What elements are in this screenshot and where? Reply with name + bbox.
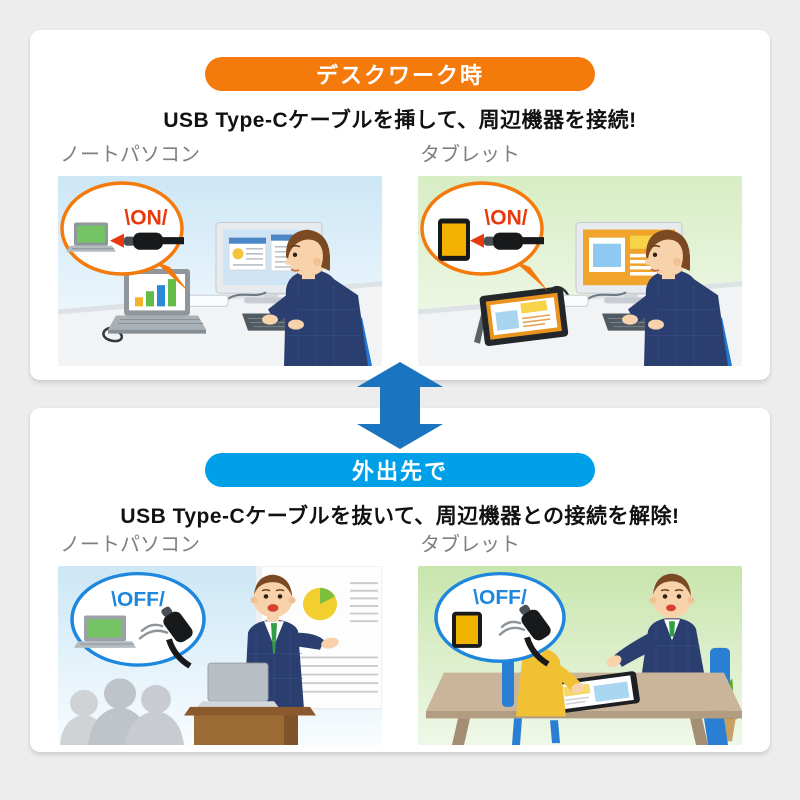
figure-laptop-outside: ノートパソコン xyxy=(58,532,382,745)
illustration-meeting-tablet: \OFF/ xyxy=(418,566,742,745)
figure-label: タブレット xyxy=(420,144,520,166)
desk-work-subtitle: USB Type-Cケーブルを挿して、周辺機器を接続! xyxy=(163,109,637,132)
figure-laptop-deskwork: ノートパソコン xyxy=(58,142,382,366)
off-callout-text: \OFF/ xyxy=(111,588,165,610)
on-callout-text: \ON/ xyxy=(484,206,527,229)
illustration-desk-laptop: \ON/ xyxy=(58,176,382,366)
podium xyxy=(184,662,316,745)
desk-work-badge: デスクワーク時 xyxy=(205,57,595,91)
audience-silhouettes xyxy=(60,678,184,745)
off-speech-bubble: \OFF/ xyxy=(70,571,206,669)
on-the-go-badge: 外出先で xyxy=(205,453,595,487)
on-speech-bubble: \ON/ xyxy=(60,181,188,292)
usb-c-plug-icon xyxy=(124,232,184,250)
on-the-go-subtitle: USB Type-Cケーブルを抜いて、周辺機器との接続を解除! xyxy=(120,505,680,528)
usb-c-plug-icon xyxy=(484,232,544,250)
connect-arrow-icon xyxy=(470,233,484,248)
on-speech-bubble: \ON/ xyxy=(420,181,548,292)
laptop-icon xyxy=(74,615,136,648)
laptop-icon xyxy=(66,222,116,252)
figure-label: ノートパソコン xyxy=(60,534,200,556)
off-callout-text: \OFF/ xyxy=(473,587,527,609)
figure-label: タブレット xyxy=(420,534,520,556)
figure-tablet-outside: タブレット xyxy=(418,532,742,745)
figure-tablet-deskwork: タブレット xyxy=(418,142,742,366)
connect-arrow-icon xyxy=(110,233,124,248)
person-at-desk xyxy=(262,229,368,366)
man-pointing-arm xyxy=(606,632,658,668)
man-in-suit xyxy=(642,573,704,673)
person-at-desk xyxy=(622,229,728,366)
disconnect-waves-icon xyxy=(498,620,526,636)
illustration-presentation-laptop: \OFF/ xyxy=(58,566,382,745)
tablet-icon xyxy=(438,218,470,261)
tablet-icon xyxy=(452,611,482,648)
usb-c-plug-icon xyxy=(519,604,551,667)
figure-label: ノートパソコン xyxy=(60,144,200,166)
updown-arrow-icon xyxy=(357,362,443,449)
tablet-on-desk xyxy=(474,286,569,347)
disconnect-waves-icon xyxy=(138,623,169,640)
usb-c-plug-icon xyxy=(161,606,193,669)
off-speech-bubble: \OFF/ xyxy=(434,571,566,667)
illustration-desk-tablet: \ON/ xyxy=(418,176,742,366)
on-callout-text: \ON/ xyxy=(124,206,167,229)
child-chair xyxy=(502,657,560,745)
desk-work-panel: デスクワーク時 USB Type-Cケーブルを挿して、周辺機器を接続! ノートパ… xyxy=(30,30,770,380)
on-the-go-panel: 外出先で USB Type-Cケーブルを抜いて、周辺機器との接続を解除! ノート… xyxy=(30,408,770,752)
